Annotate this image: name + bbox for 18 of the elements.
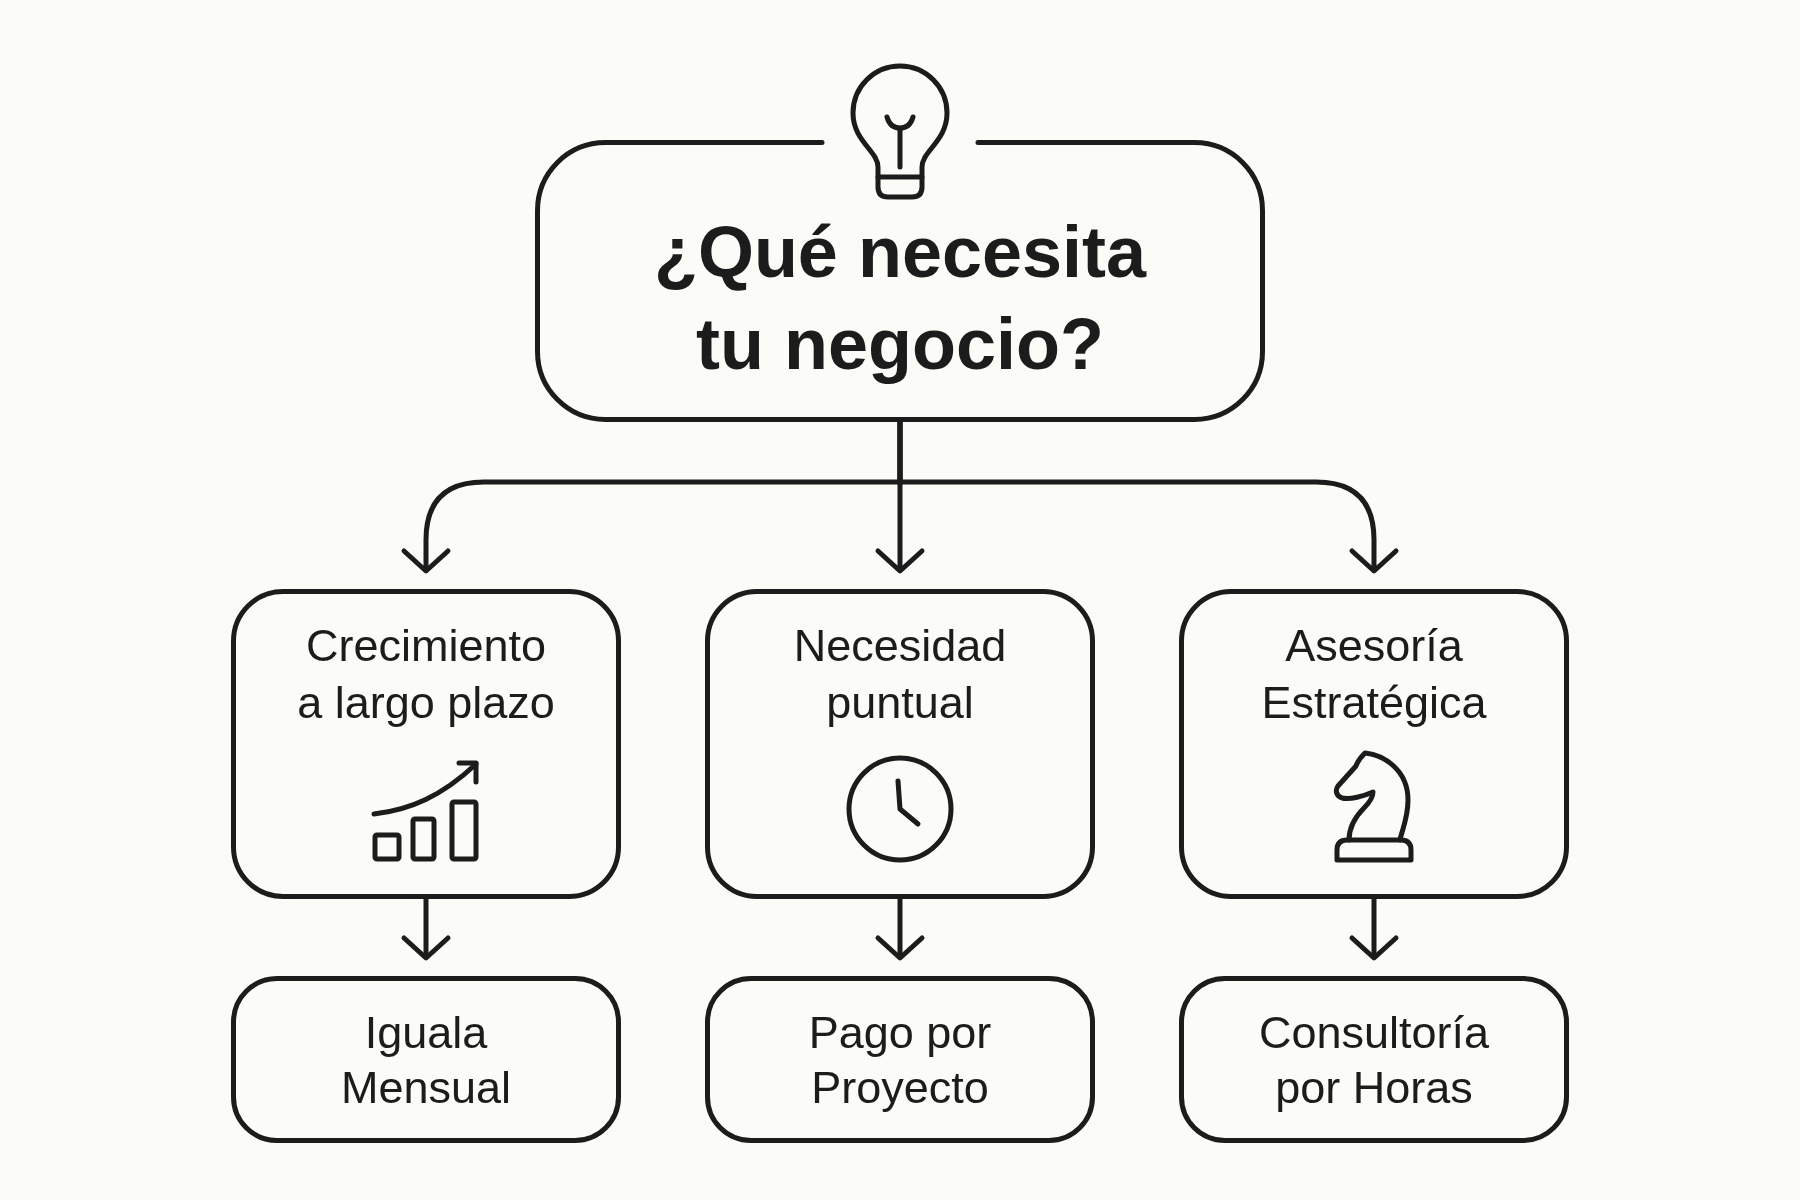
category-label: Necesidad puntual: [792, 619, 1008, 730]
category-label: Asesoría Estratégica: [1260, 619, 1488, 730]
category-box: [231, 589, 621, 899]
category-box: [1179, 589, 1569, 899]
category-label: Crecimiento a largo plazo: [296, 619, 556, 730]
category-box: [705, 589, 1095, 899]
arrow: [1349, 899, 1399, 961]
option-label: Pago por Proyecto: [807, 1005, 993, 1115]
option-box: [231, 976, 621, 1143]
question-label: ¿Qué necesita tu negocio?: [652, 211, 1148, 386]
option-label: Consultoría por Horas: [1257, 1005, 1491, 1115]
question-box: [535, 140, 1265, 422]
arrow: [897, 422, 1399, 574]
arrow: [875, 899, 925, 961]
option-label: Iguala Mensual: [339, 1005, 513, 1115]
option-box: [1179, 976, 1569, 1143]
arrow: [401, 899, 451, 961]
option-box: [705, 976, 1095, 1143]
